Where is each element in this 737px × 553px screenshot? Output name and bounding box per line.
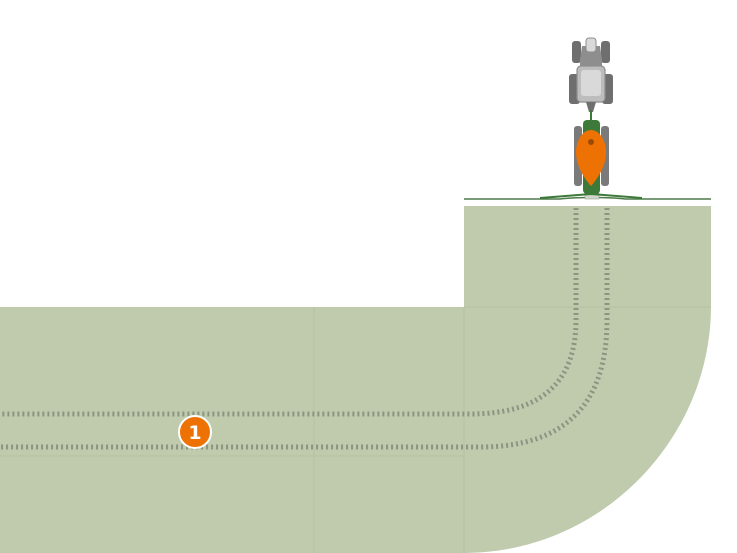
tractor-roof: [581, 70, 601, 96]
wheel-tracks: [0, 208, 610, 450]
tractor-hitch: [586, 102, 596, 112]
callout-1: 1: [178, 415, 212, 449]
tractor-icon: [569, 37, 613, 124]
sprayer-filler-cap: [588, 139, 594, 145]
tractor-grille: [585, 37, 597, 53]
callout-number: 1: [188, 422, 201, 444]
callout-badge: [178, 415, 212, 449]
trailed-sprayer-icon: [539, 120, 643, 199]
tractor-front-wheel: [601, 41, 610, 63]
sprayer-tank: [576, 130, 606, 186]
track-inner: [0, 208, 610, 450]
field-area: [0, 206, 711, 553]
tractor-front-wheel: [572, 41, 581, 63]
sprayer-boom: [539, 192, 643, 199]
field-shape: [0, 206, 711, 553]
